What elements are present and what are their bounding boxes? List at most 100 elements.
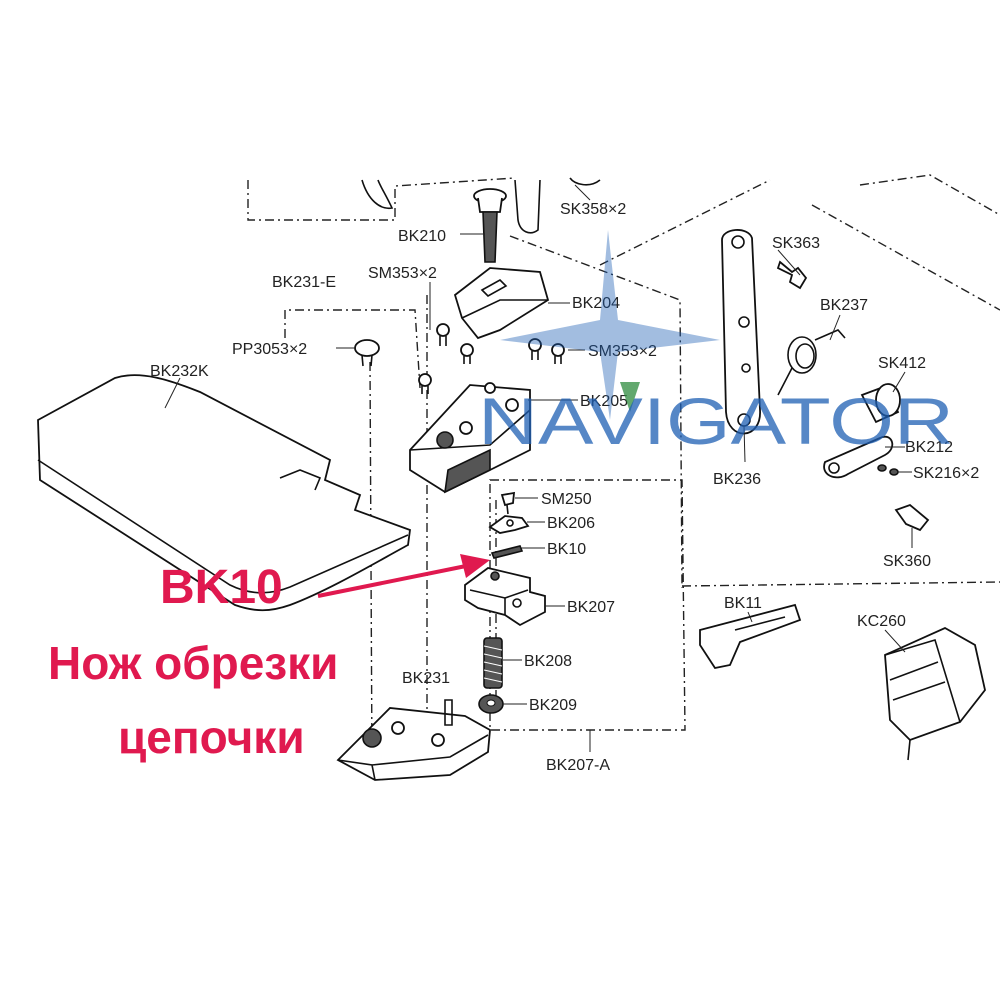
label-bk231: BK231 xyxy=(402,670,450,687)
bk231-pin xyxy=(444,699,453,726)
bk205-hole-4 xyxy=(484,382,496,394)
bk231-hole-1 xyxy=(362,728,382,748)
label-bk210: BK210 xyxy=(398,228,446,245)
bk207-block xyxy=(464,567,546,627)
label-bk236: BK236 xyxy=(713,471,761,488)
label-kc260: KC260 xyxy=(857,613,906,630)
callout-line-1: Нож обрезки xyxy=(48,637,339,689)
sk216-screws xyxy=(877,464,899,476)
bk205-front-face xyxy=(444,448,491,494)
label-sk412: SK412 xyxy=(878,355,926,372)
label-sm353-top: SM353×2 xyxy=(368,265,437,282)
bk212-hole xyxy=(828,462,840,474)
bk231-hole-3 xyxy=(431,733,445,747)
bk209-washer-hole xyxy=(486,699,496,707)
bk10-knife xyxy=(490,545,524,559)
bk205-hole-3 xyxy=(505,398,519,412)
label-sk360: SK360 xyxy=(883,553,931,570)
sm353-screws xyxy=(418,323,565,394)
sm250-screw xyxy=(500,491,516,507)
top-bracket-part xyxy=(514,179,541,234)
pp3053-screw-shaft xyxy=(361,354,373,367)
bk236-hole-1 xyxy=(731,235,745,249)
label-bk231e: BK231-E xyxy=(272,274,336,291)
watermark-text: NAVIGATOR xyxy=(478,384,954,458)
far-right-boundary-2 xyxy=(859,174,1000,216)
bk232k-plate xyxy=(37,374,411,612)
bk236-hole-2 xyxy=(738,316,750,328)
label-sk363: SK363 xyxy=(772,235,820,252)
leader-lines xyxy=(164,184,913,752)
sk360-screw xyxy=(894,503,930,532)
label-sk216: SK216×2 xyxy=(913,465,979,482)
label-pp3053: PP3053×2 xyxy=(232,341,307,358)
bk206-clip xyxy=(488,515,530,534)
bk210-screw-shaft xyxy=(482,211,498,263)
bk11-part xyxy=(699,603,802,670)
bk210-screw-neck xyxy=(477,197,503,213)
bk205-hole-2 xyxy=(459,421,473,435)
bk212-link xyxy=(823,435,894,479)
sk363-screw xyxy=(776,260,808,290)
bk231-base xyxy=(336,707,491,781)
label-bk204: BK204 xyxy=(572,295,620,312)
bk207-hole xyxy=(490,571,500,581)
label-bk212: BK212 xyxy=(905,439,953,456)
compass-star-icon xyxy=(500,230,720,420)
callout-arrow-line xyxy=(317,564,467,598)
bk237-spring-coil xyxy=(787,336,817,374)
bk204-edge xyxy=(461,299,548,319)
callout-code: BK10 xyxy=(160,561,283,614)
label-bk232k: BK232K xyxy=(150,363,209,380)
bk205-top-edge xyxy=(409,409,531,451)
bk237-spring-arm xyxy=(777,329,846,396)
top-right-fragment xyxy=(569,177,601,186)
sm250-screw-shaft xyxy=(506,504,509,515)
kc260-cover xyxy=(884,626,986,742)
bk208-coils xyxy=(483,645,503,683)
far-right-boundary xyxy=(811,204,1000,311)
label-bk207: BK207 xyxy=(567,599,615,616)
bk208-spring xyxy=(483,637,503,689)
label-bk237: BK237 xyxy=(820,297,868,314)
label-sm353-mid: SM353×2 xyxy=(588,343,657,360)
bk236-hole-3 xyxy=(741,363,751,373)
bk11-slot xyxy=(734,616,786,631)
label-bk208: BK208 xyxy=(524,653,572,670)
label-sm250: SM250 xyxy=(541,491,592,508)
navigator-watermark-logo xyxy=(500,230,720,420)
bk204-block xyxy=(453,267,550,340)
bk231-base-edge xyxy=(337,734,489,781)
bk232k-edge xyxy=(37,459,409,594)
top-left-boundary xyxy=(247,177,516,221)
label-bk11: BK11 xyxy=(724,595,762,612)
kc260-cover-edge xyxy=(884,639,961,761)
bk237-spring-coil-2 xyxy=(795,343,815,369)
bk207-hole-2 xyxy=(512,598,522,608)
bk207-groove xyxy=(469,589,529,615)
label-bk205: BK205 xyxy=(580,393,628,410)
bk207a-boundary xyxy=(489,479,686,731)
pp3053-screw xyxy=(354,339,380,357)
bk236-lever xyxy=(721,229,761,435)
bk205-block xyxy=(409,384,531,494)
callout-arrow-head xyxy=(460,554,490,578)
bk204-slot xyxy=(480,279,508,297)
right-lower-boundary xyxy=(681,581,1000,587)
sk412-shaft-end xyxy=(875,383,901,417)
bk231e-boundary xyxy=(284,309,421,389)
callout-line-2: цепочки xyxy=(118,711,305,763)
bk232k-notch xyxy=(279,469,322,491)
compass-arrow-icon xyxy=(620,382,640,412)
bk205-hole-1 xyxy=(436,431,454,449)
label-sk358: SK358×2 xyxy=(560,201,626,218)
label-bk206: BK206 xyxy=(547,515,595,532)
label-bk209: BK209 xyxy=(529,697,577,714)
label-bk207a: BK207-A xyxy=(546,757,610,774)
label-bk10: BK10 xyxy=(547,541,586,558)
bk231-hole-2 xyxy=(391,721,405,735)
top-hook-part xyxy=(361,179,394,209)
bk206-hole xyxy=(506,519,514,527)
